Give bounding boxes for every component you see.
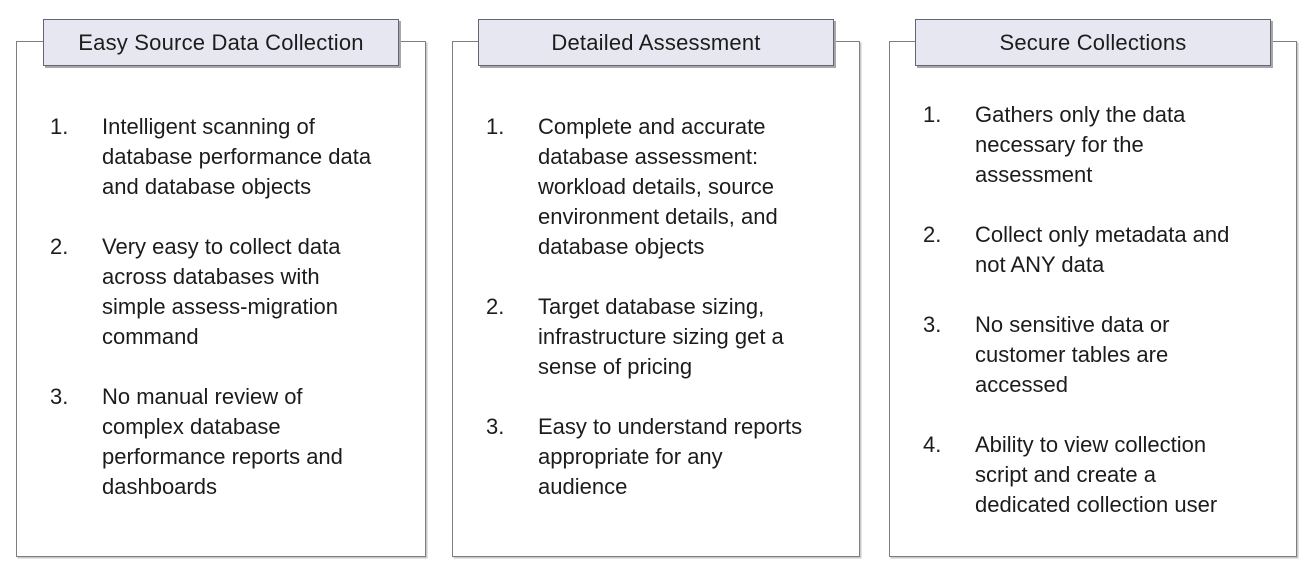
- list-item-number: 1.: [923, 102, 942, 127]
- list-item-text: Complete and accurate database assessmen…: [538, 114, 778, 259]
- panel-title-tab: Detailed Assessment: [478, 19, 834, 66]
- list-item-number: 2.: [923, 222, 942, 247]
- list-item-text: Collect only metadata and not ANY data: [975, 222, 1230, 277]
- panel-easy-source-data-collection: Easy Source Data Collection 1. Intellige…: [16, 19, 426, 557]
- list-item-text: Very easy to collect data across databas…: [102, 234, 341, 349]
- list-item-number: 2.: [50, 234, 69, 259]
- list-item-number: 4.: [923, 432, 942, 457]
- list-item-text: No manual review of complex database per…: [102, 384, 343, 499]
- list-item: 4. Ability to view collection script and…: [923, 430, 1284, 520]
- list-item-number: 1.: [486, 114, 505, 139]
- feature-list: 1. Gathers only the data necessary for t…: [890, 100, 1296, 520]
- feature-list: 1. Intelligent scanning of database perf…: [17, 112, 425, 502]
- list-item-text: Ability to view collection script and cr…: [975, 432, 1218, 517]
- list-item-text: Target database sizing, infrastructure s…: [538, 294, 784, 379]
- list-item: 2. Very easy to collect data across data…: [50, 232, 413, 352]
- panel-detailed-assessment: Detailed Assessment 1. Complete and accu…: [452, 19, 860, 557]
- list-item-text: No sensitive data or customer tables are…: [975, 312, 1170, 397]
- list-item: 3. No manual review of complex database …: [50, 382, 413, 502]
- list-item-number: 2.: [486, 294, 505, 319]
- panel-title-tab: Secure Collections: [915, 19, 1271, 66]
- panel-title: Secure Collections: [999, 29, 1187, 55]
- feature-list: 1. Complete and accurate database assess…: [453, 112, 859, 502]
- list-item: 1. Complete and accurate database assess…: [486, 112, 847, 262]
- panel-secure-collections: Secure Collections 1. Gathers only the d…: [889, 19, 1297, 557]
- list-item: 1. Intelligent scanning of database perf…: [50, 112, 413, 202]
- list-item-number: 3.: [50, 384, 69, 409]
- list-item-text: Gathers only the data necessary for the …: [975, 102, 1186, 187]
- list-item: 3. Easy to understand reports appropriat…: [486, 412, 847, 502]
- list-item: 2. Target database sizing, infrastructur…: [486, 292, 847, 382]
- panel-title: Easy Source Data Collection: [78, 29, 364, 55]
- list-item: 3. No sensitive data or customer tables …: [923, 310, 1284, 400]
- panel-title: Detailed Assessment: [551, 29, 761, 55]
- panel-title-tab: Easy Source Data Collection: [43, 19, 399, 66]
- list-item-text: Easy to understand reports appropriate f…: [538, 414, 803, 499]
- list-item: 1. Gathers only the data necessary for t…: [923, 100, 1284, 190]
- list-item: 2. Collect only metadata and not ANY dat…: [923, 220, 1284, 280]
- list-item-number: 3.: [923, 312, 942, 337]
- list-item-number: 1.: [50, 114, 69, 139]
- list-item-number: 3.: [486, 414, 505, 439]
- list-item-text: Intelligent scanning of database perform…: [102, 114, 372, 199]
